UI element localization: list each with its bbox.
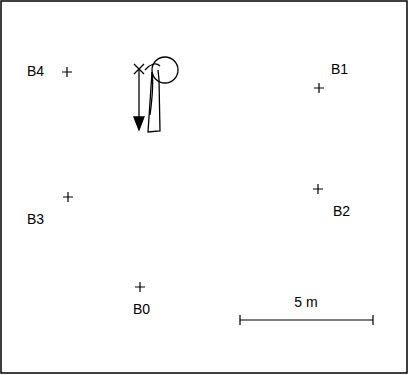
scale-label: 5 m (294, 295, 317, 309)
trajectory-sketch (134, 57, 178, 132)
beacon-label: B1 (331, 62, 348, 76)
beacon-crosses (62, 67, 324, 292)
scale-bar (240, 315, 373, 325)
beacon-label: B3 (27, 212, 44, 226)
beacon-label: B4 (27, 64, 44, 78)
beacon-label: B2 (333, 204, 350, 218)
beacon-label: B0 (133, 302, 150, 316)
